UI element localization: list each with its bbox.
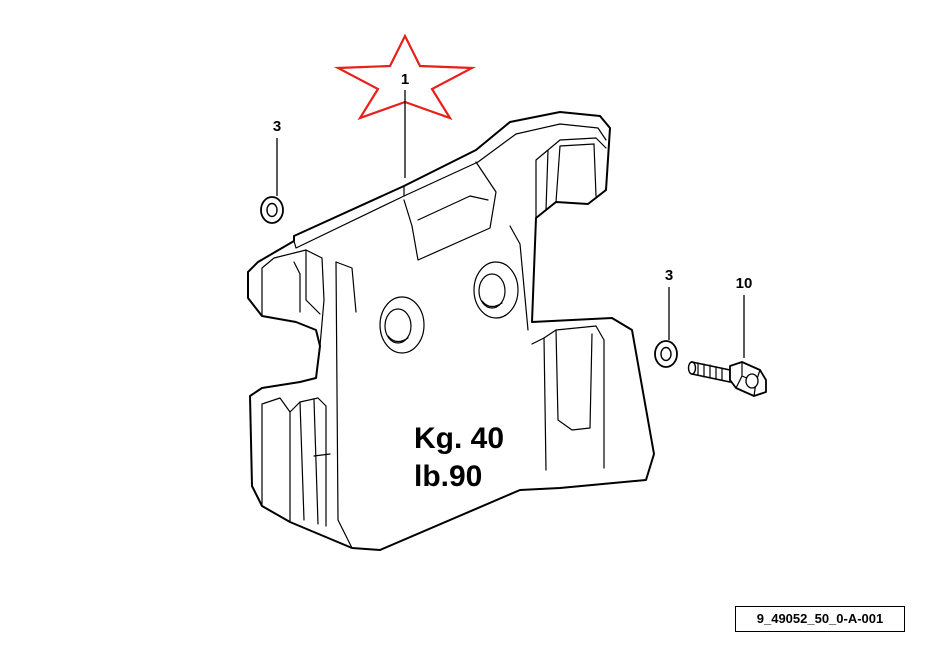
washer-left [260, 196, 284, 224]
callout-10-label: 10 [736, 275, 753, 292]
diagram-reference-code: 9_49052_50_0-A-001 [735, 606, 905, 632]
callout-3-right-label: 3 [665, 267, 673, 284]
callout-3-left-label: 3 [273, 118, 281, 135]
mount-hole-left [379, 296, 425, 354]
mount-hole-right [473, 261, 519, 319]
weight-kg-label: Kg. 40 [414, 422, 504, 455]
weight-lb-label: lb.90 [414, 460, 482, 493]
bolt-part [687, 361, 767, 397]
counterweight-part [247, 111, 655, 551]
callout-1-label: 1 [401, 71, 409, 88]
washer-right [654, 340, 678, 368]
